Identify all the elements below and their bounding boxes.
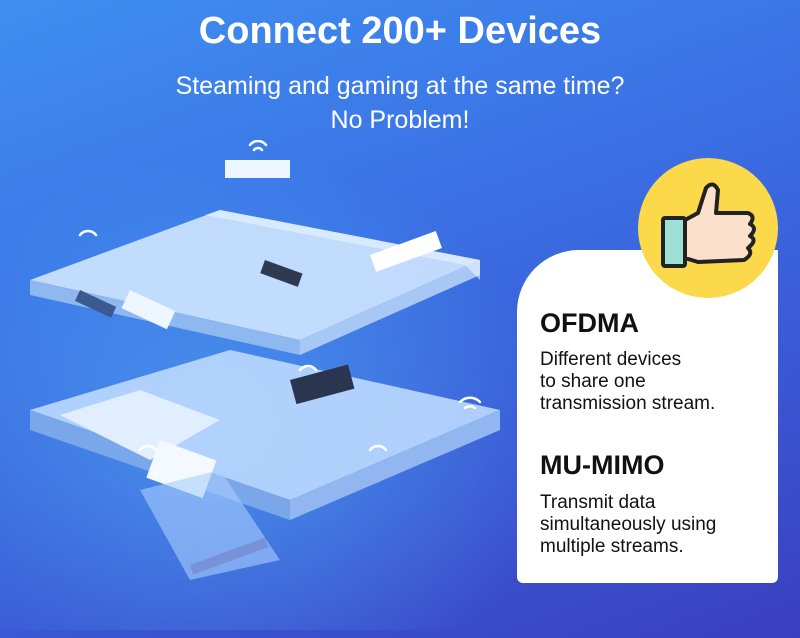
thumbs-up-icon xyxy=(661,182,756,268)
feature-desc-ofdma: Different devices to share one transmiss… xyxy=(540,349,716,414)
smart-home-illustration xyxy=(30,140,500,580)
wifi-icon xyxy=(78,140,482,452)
thumbs-up-badge xyxy=(638,158,778,298)
feature-desc-mu-mimo: Transmit data simultaneously using multi… xyxy=(540,492,717,557)
feature-card xyxy=(517,250,778,583)
subline-answer: No Problem! xyxy=(330,106,470,134)
feature-title-ofdma: OFDMA xyxy=(540,308,639,338)
headline: Connect 200+ Devices xyxy=(198,10,602,52)
feature-title-mu-mimo: MU-MIMO xyxy=(540,450,665,480)
subline-question: Steaming and gaming at the same time? xyxy=(175,72,625,100)
